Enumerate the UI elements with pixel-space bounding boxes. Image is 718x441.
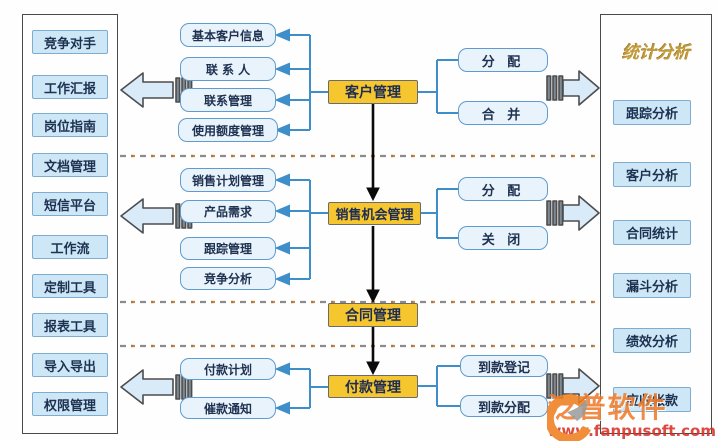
payment-op: 到款分配 [460, 395, 548, 417]
sales-feature: 竞争分析 [180, 267, 276, 290]
left-panel-item: 报表工具 [32, 313, 108, 337]
customer-op: 分 配 [458, 48, 548, 72]
statistics-item: 客户分析 [613, 162, 691, 187]
flow-arrow-contract-to-payment [366, 327, 380, 376]
statistics-panel-title: 统计分析 [622, 42, 690, 63]
block-arrow-right-customer-icon [546, 70, 600, 106]
statistics-item: 漏斗分析 [613, 273, 691, 298]
sales-feature: 销售计划管理 [180, 168, 276, 192]
section-separator-lines [120, 154, 600, 348]
payment-feature: 催款通知 [180, 397, 276, 419]
statistics-panel [600, 14, 712, 434]
payment-feature-connectors [274, 362, 328, 415]
customer-op: 合 并 [458, 101, 548, 125]
customer-feature: 使用额度管理 [178, 118, 278, 142]
customer-ops-connectors [418, 59, 458, 114]
left-panel-item: 竞争对手 [32, 30, 108, 54]
left-panel-item: 工作汇报 [32, 75, 108, 99]
left-panel-item: 岗位指南 [32, 113, 108, 137]
node-sales-opportunity-management: 销售机会管理 [328, 202, 421, 225]
customer-feature: 联系管理 [180, 88, 276, 112]
statistics-item: 合同统计 [613, 220, 691, 245]
left-tools-panel [22, 14, 118, 434]
sales-op: 分 配 [458, 177, 548, 201]
customer-feature: 基本客户信息 [180, 23, 276, 47]
customer-feature: 联 系 人 [180, 57, 276, 81]
payment-op: 到款登记 [460, 355, 548, 377]
left-panel-item: 文档管理 [32, 153, 108, 177]
sales-feature-connectors [274, 173, 328, 286]
block-arrow-right-sales-icon [546, 195, 600, 231]
statistics-item: 应收帐款 [613, 387, 691, 412]
left-panel-item: 权限管理 [32, 392, 108, 416]
flow-arrow-customer-to-sales [366, 104, 380, 202]
node-customer-management: 客户管理 [328, 80, 418, 104]
sales-op: 关 闭 [458, 226, 548, 250]
left-panel-item: 导入导出 [32, 353, 108, 377]
flow-arrow-sales-to-contract [366, 226, 380, 304]
block-arrow-right-payment-icon [546, 368, 600, 404]
left-panel-item: 定制工具 [32, 274, 108, 298]
node-payment-management: 付款管理 [328, 375, 418, 398]
customer-feature-connectors [274, 28, 328, 137]
node-contract-management: 合同管理 [328, 303, 418, 327]
left-panel-item: 短信平台 [32, 192, 108, 216]
statistics-item: 绩效分析 [613, 328, 691, 353]
statistics-item: 跟踪分析 [613, 100, 691, 125]
sales-feature: 跟踪管理 [180, 237, 276, 260]
left-panel-item: 工作流 [32, 235, 108, 259]
sales-feature: 产品需求 [180, 200, 276, 223]
sales-ops-connectors [420, 188, 458, 239]
payment-feature: 付款计划 [180, 358, 276, 380]
payment-ops-connectors [418, 365, 460, 407]
